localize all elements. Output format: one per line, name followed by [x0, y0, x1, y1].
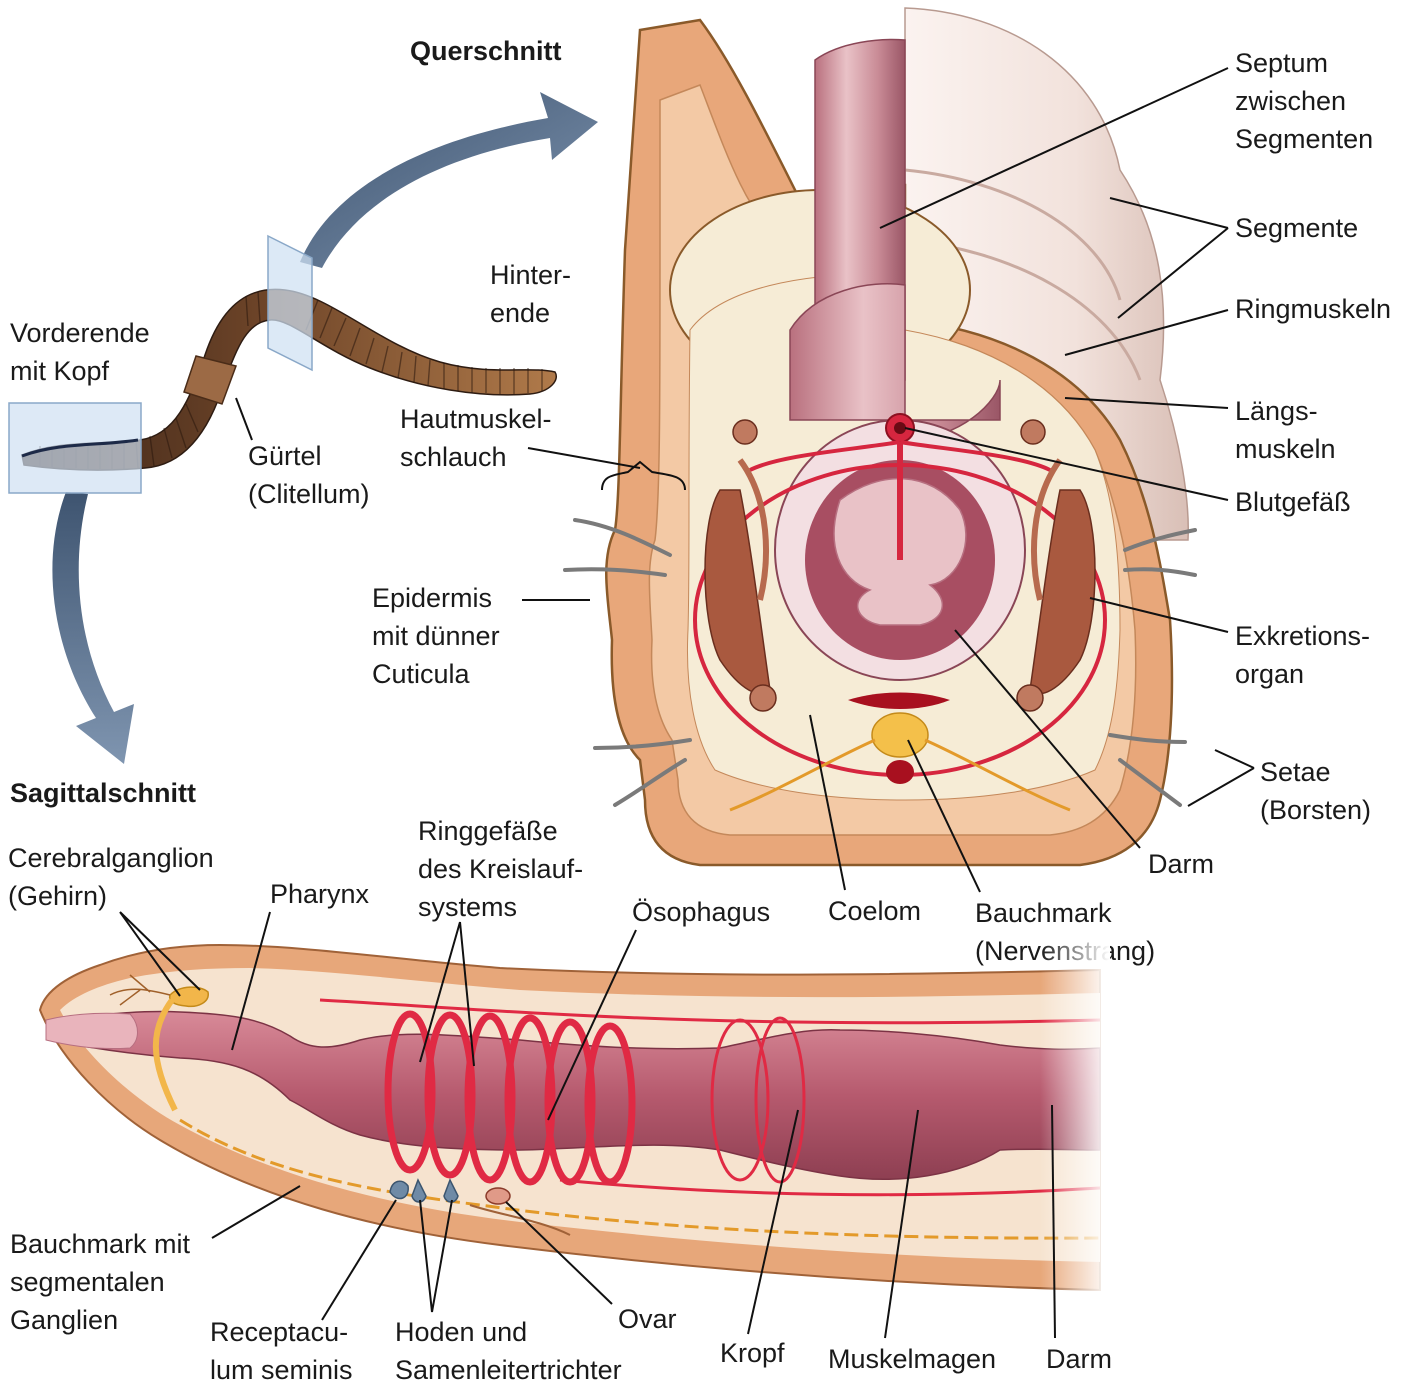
reproductive-organs — [389, 1178, 571, 1236]
head-section-pane — [8, 402, 142, 494]
heading-sagittal-section: Sagittalschnitt — [10, 778, 196, 808]
label-blood-vessel: Blutgefäß — [1235, 487, 1351, 517]
leader-pharynx — [231, 911, 271, 1051]
dorsal-vessel-center — [894, 422, 906, 434]
mouth-region — [45, 1012, 138, 1050]
segment-ring-division — [904, 168, 1122, 301]
leader-gizzard — [884, 1109, 919, 1339]
body-wall-brace — [601, 460, 686, 491]
excretory-coils — [737, 458, 1063, 601]
ventral-vessel-line — [559, 1178, 1101, 1197]
label-cerebral-ganglion: Cerebralganglion (Gehirn) — [8, 843, 221, 911]
leader-gut-sagittal — [1051, 1104, 1056, 1339]
excretory-bulb — [1020, 419, 1046, 445]
leader-ventral-cord-ganglia — [211, 1185, 301, 1239]
leader-gut-cross — [954, 629, 1141, 849]
prostomium-nerves — [109, 974, 171, 1006]
leader-septum — [879, 67, 1229, 229]
arrow-to-cross-section — [300, 92, 598, 268]
clitellum-band — [183, 355, 237, 405]
ring-vessels — [384, 1010, 636, 1186]
heading-cross-section: Querschnitt — [410, 36, 562, 66]
ventral-vessel — [848, 692, 950, 709]
label-body-wall: Hautmuskel- schlauch — [400, 404, 559, 472]
ventral-nerve-cord — [871, 712, 929, 758]
label-excretory-organ: Exkretions- organ — [1235, 621, 1378, 689]
leader-ventral-cord — [907, 739, 981, 893]
leader-coelom — [809, 714, 846, 891]
label-front-end: Vorderende mit Kopf — [10, 318, 157, 386]
leader-ring-vessels — [419, 921, 475, 1067]
leader-body-wall — [527, 447, 641, 469]
leader-testes — [419, 1199, 453, 1313]
leader-segments — [1109, 197, 1229, 319]
label-coelom: Coelom — [828, 896, 921, 926]
label-receptaculum: Receptacu- lum seminis — [210, 1317, 356, 1385]
cut-plane-pane — [267, 234, 313, 372]
worm-head-outline — [21, 438, 139, 458]
label-longitudinal-muscles: Längs- muskeln — [1235, 396, 1336, 464]
excretory-bulb — [749, 684, 777, 712]
label-setae: Setae (Borsten) — [1260, 757, 1371, 825]
label-rear-end: Hinter- ende — [490, 260, 579, 328]
vessel-branches — [749, 440, 1051, 472]
cross-section-view: Septum zwischen Segmenten Segmente Ringm… — [372, 7, 1391, 966]
arrow-to-sagittal-section — [52, 492, 134, 764]
label-gut-cross: Darm — [1148, 849, 1214, 879]
leader-crop — [747, 1109, 799, 1335]
label-epidermis: Epidermis mit dünner Cuticula — [372, 583, 507, 689]
subneural-vessel — [886, 760, 914, 784]
leader-longitudinal-muscles — [1064, 397, 1229, 409]
leader-oesophagus — [547, 929, 637, 1121]
label-crop: Kropf — [720, 1338, 785, 1368]
leader-receptaculum — [321, 1199, 397, 1321]
setae — [563, 518, 1197, 807]
leader-cerebral-ganglion — [119, 911, 201, 997]
thin-ring-vessels — [710, 1016, 806, 1184]
label-circular-muscles: Ringmuskeln — [1235, 294, 1391, 324]
label-testes: Hoden und Samenleitertrichter — [395, 1317, 622, 1385]
whole-worm-view: Vorderende mit Kopf Gürtel (Clitellum) H… — [8, 36, 598, 764]
label-segments: Segmente — [1235, 213, 1358, 243]
label-gut-sagittal: Darm — [1046, 1344, 1112, 1374]
label-gizzard: Muskelmagen — [828, 1344, 996, 1374]
label-pharynx: Pharynx — [270, 879, 370, 909]
dorsal-vessel-line — [319, 998, 1101, 1025]
leader-blood-vessel — [904, 427, 1229, 501]
leader-ovary — [505, 1201, 613, 1305]
label-septum: Septum zwischen Segmenten — [1235, 48, 1373, 154]
excretory-organ-right — [1029, 489, 1096, 695]
label-ovary: Ovar — [618, 1304, 677, 1334]
ventral-nerve-cord-line — [179, 1118, 1101, 1240]
excretory-bulb — [1016, 684, 1044, 712]
label-ring-vessels: Ringgefäße des Kreislauf- systems — [418, 816, 591, 922]
leader-circular-muscles — [1064, 309, 1229, 356]
nerve-branches — [729, 738, 1071, 812]
sagittal-section-view: Sagittalschnitt — [8, 778, 1112, 1385]
excretory-bulb — [732, 419, 758, 445]
nerve-ring — [152, 998, 178, 1112]
leader-girdle — [235, 397, 253, 441]
label-ventral-cord-ganglia: Bauchmark mit segmentalen Ganglien — [10, 1229, 198, 1335]
leader-excretory-organ — [1089, 597, 1229, 633]
label-girdle: Gürtel (Clitellum) — [248, 441, 370, 509]
right-edge-fade — [1040, 940, 1110, 1300]
label-oesophagus: Ösophagus — [632, 897, 770, 927]
leader-setae — [1187, 749, 1255, 807]
